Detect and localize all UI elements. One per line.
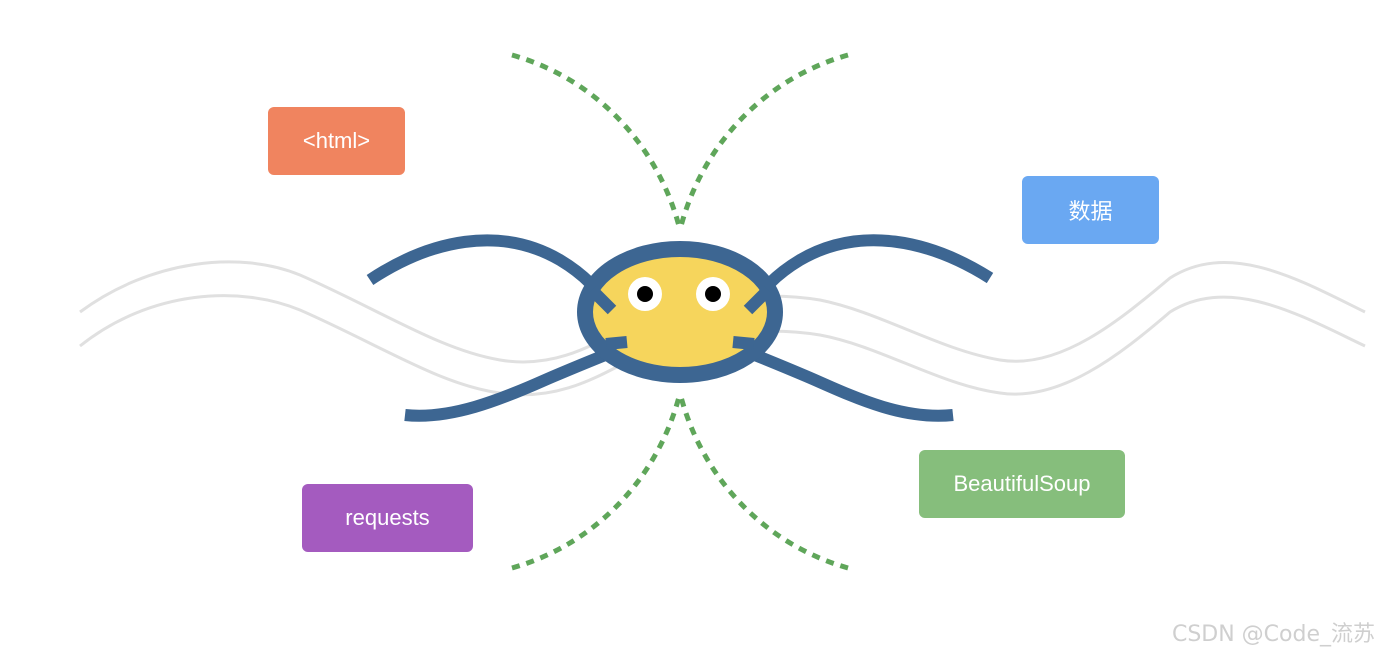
spider-leg-lower-right <box>732 341 954 422</box>
spider-leg-joint-lower-left <box>605 336 628 350</box>
dotted-thread-bottom-right <box>677 392 849 571</box>
html-tag: <html> <box>268 107 405 175</box>
spider-leg-upper-right <box>743 234 994 314</box>
dotted-thread-bottom-left <box>511 392 683 571</box>
spider-leg-joint-upper-right <box>743 285 773 315</box>
spider-leg-lower-left <box>404 341 628 422</box>
requests-tag: requests <box>302 484 473 552</box>
dotted-thread-top-left <box>511 52 683 231</box>
spider-leg-upper-left <box>366 234 617 314</box>
spider-leg-joint-lower-right <box>732 336 755 350</box>
spider-left-pupil <box>637 286 653 302</box>
beautifulsoup-tag: BeautifulSoup <box>919 450 1125 518</box>
data-tag: 数据 <box>1022 176 1159 244</box>
watermark: CSDN @Code_流苏 <box>1171 622 1375 647</box>
spider-body <box>577 241 783 383</box>
dotted-thread-top-right <box>677 52 849 231</box>
spider-leg-joint-upper-left <box>587 285 617 315</box>
spider-right-pupil <box>705 286 721 302</box>
